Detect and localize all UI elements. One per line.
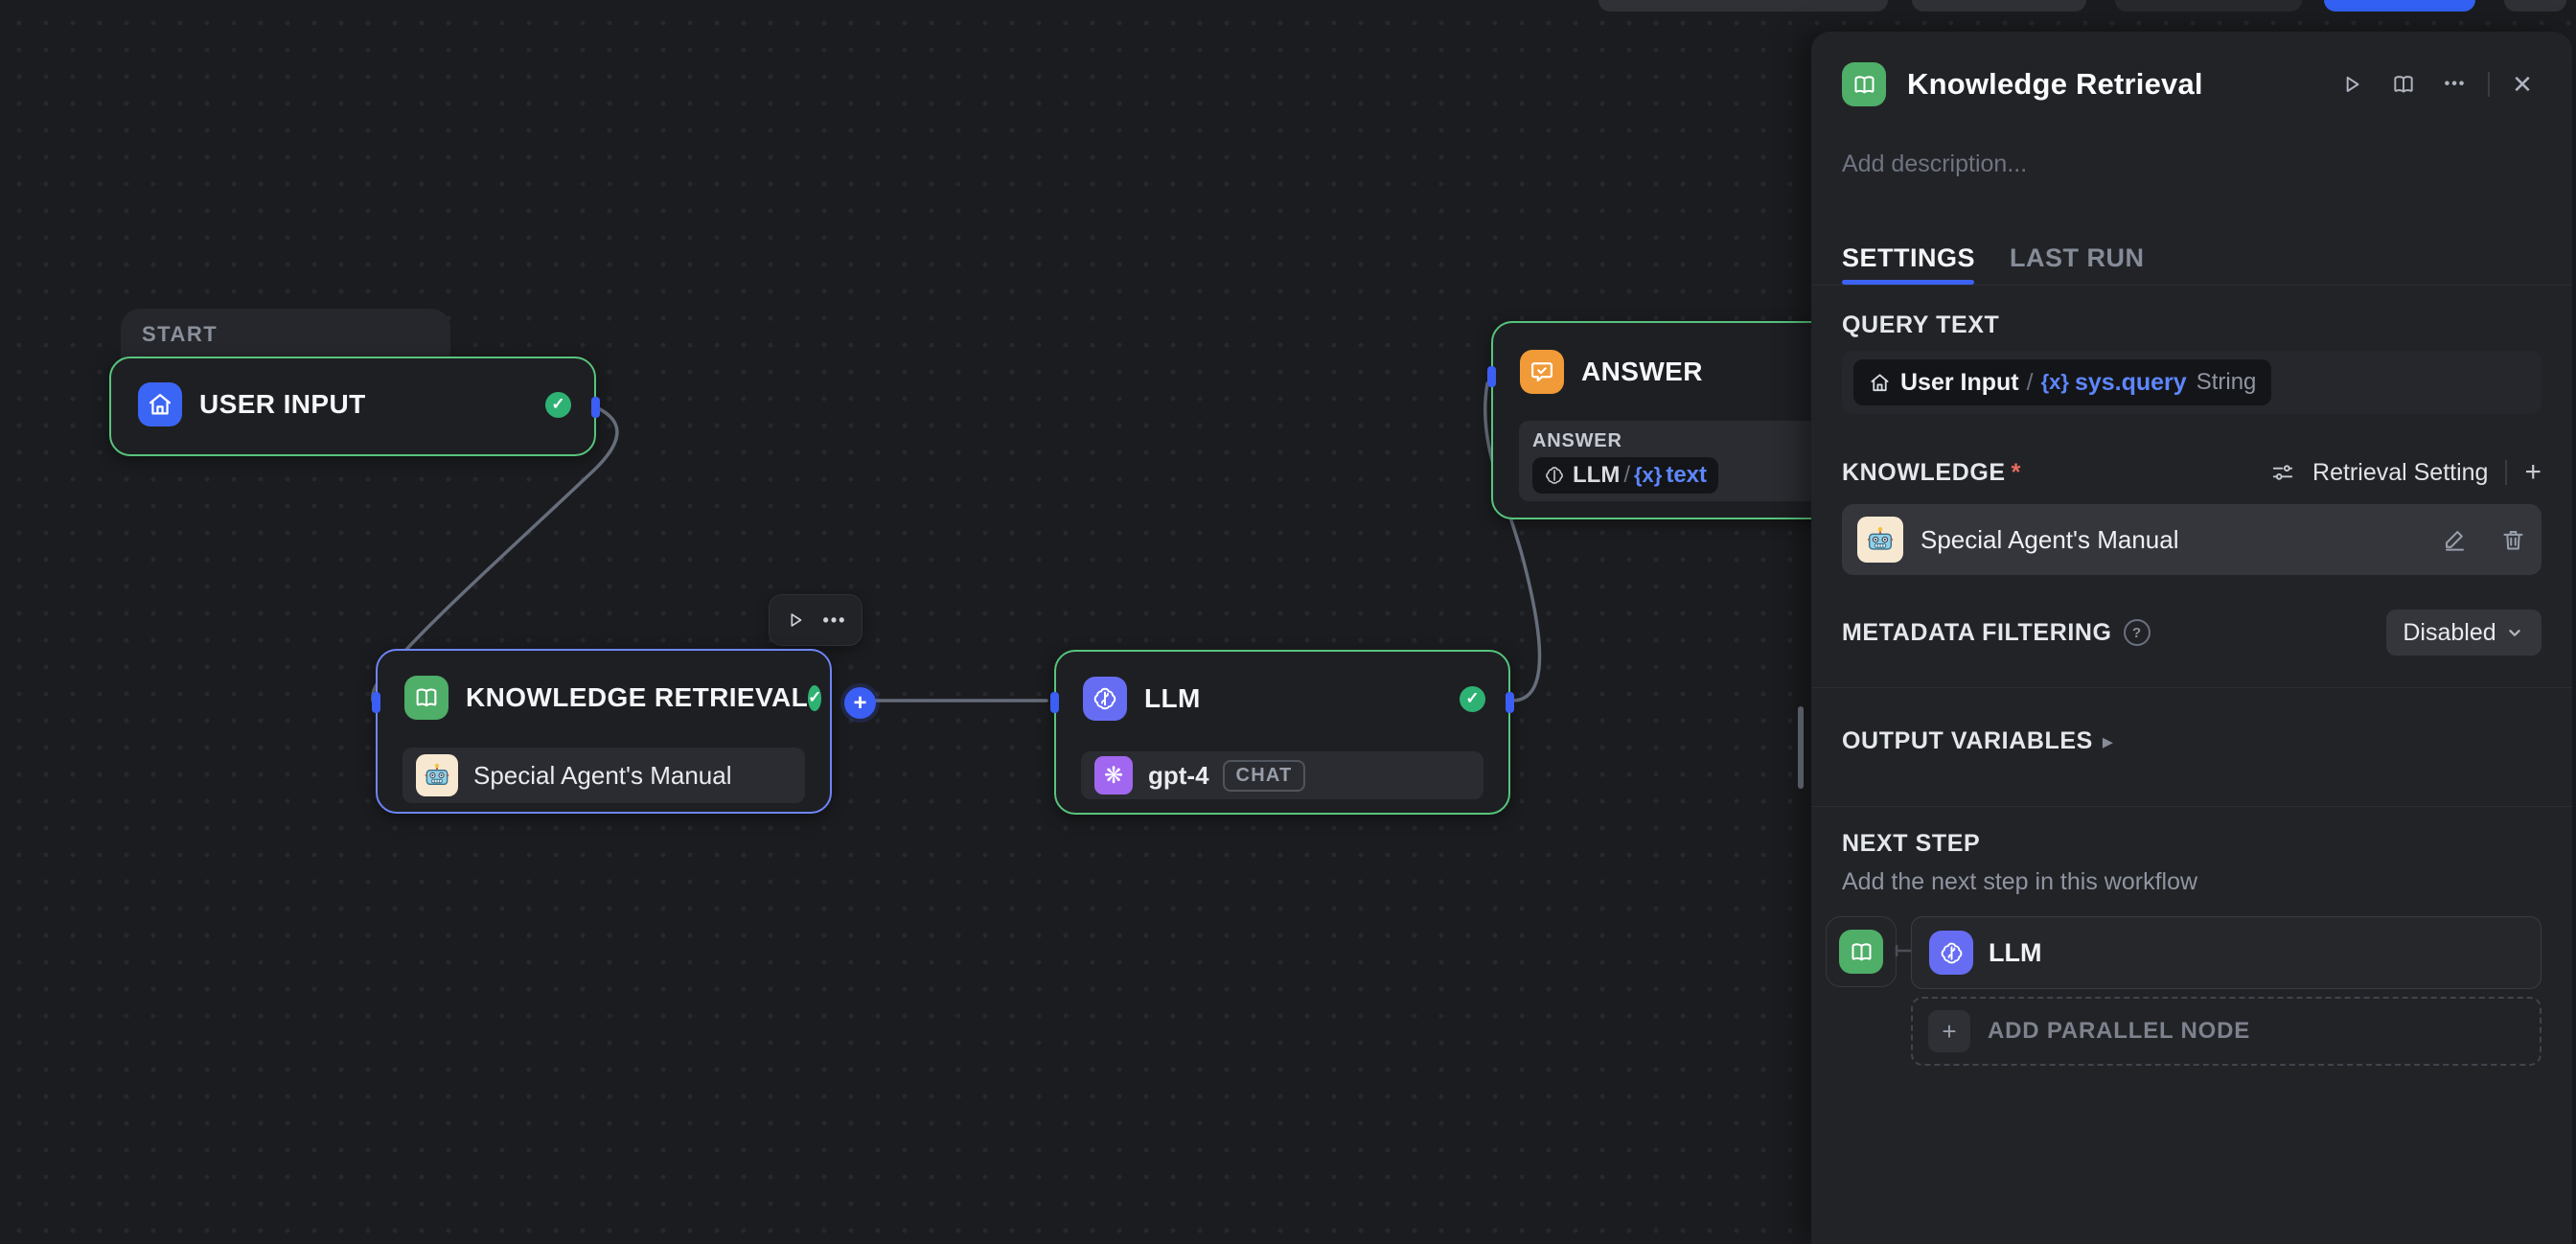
knowledge-item-row[interactable]: Special Agent's Manual (1842, 504, 2542, 575)
knowledge-dataset-row[interactable]: Special Agent's Manual (402, 748, 805, 803)
input-handle[interactable] (372, 692, 380, 713)
success-check-icon: ✓ (545, 391, 571, 418)
dataset-name: Special Agent's Manual (473, 760, 732, 790)
topbar-button-2[interactable] (1912, 0, 2086, 12)
answer-output-label: ANSWER (1532, 430, 1622, 451)
knowledge-book-icon (1839, 930, 1883, 974)
knowledge-book-icon (404, 676, 448, 720)
next-step-node-llm[interactable]: LLM (1911, 916, 2542, 989)
robot-emoji-icon (1857, 517, 1903, 563)
knowledge-label: KNOWLEDGE (1842, 458, 2006, 486)
docs-book-icon[interactable] (2384, 65, 2423, 104)
node-title: ANSWER (1581, 357, 1703, 386)
ref-node: User Input (1900, 368, 2019, 396)
metadata-filtering-label: METADATA FILTERING (1842, 618, 2112, 646)
metadata-filtering-dropdown[interactable]: Disabled (2386, 610, 2542, 656)
help-question-icon[interactable]: ? (2123, 619, 2150, 646)
next-step-node-title: LLM (1989, 937, 2042, 967)
ref-var: text (1666, 462, 1708, 488)
add-parallel-node-button[interactable]: + ADD PARALLEL NODE (1911, 997, 2542, 1066)
header-divider (2488, 72, 2490, 97)
description-input[interactable]: Add description... (1842, 150, 2028, 177)
retrieval-setting-icon (2272, 465, 2293, 480)
start-group-label: START (142, 322, 218, 346)
expand-caret-icon: ▸ (2102, 728, 2113, 753)
delete-trash-icon[interactable] (2500, 527, 2526, 553)
knowledge-item-name: Special Agent's Manual (1920, 524, 2179, 554)
plus-icon: + (1928, 1010, 1970, 1052)
chevron-down-icon (2508, 630, 2520, 636)
query-text-label: QUERY TEXT (1842, 311, 2000, 338)
node-title: LLM (1144, 683, 1201, 713)
topbar-button-3[interactable] (2115, 0, 2302, 12)
answer-bubble-icon (1520, 350, 1564, 394)
topbar-primary-button[interactable] (2324, 0, 2475, 12)
topbar-button-1[interactable] (1598, 0, 1888, 12)
tab-last-run[interactable]: LAST RUN (2010, 242, 2145, 272)
variable-icon: {x} (2040, 370, 2069, 394)
ref-node: LLM (1573, 462, 1621, 488)
node-title: USER INPUT (199, 389, 366, 419)
play-icon[interactable] (785, 610, 806, 631)
required-mark: * (2011, 458, 2021, 486)
retrieval-setting-button[interactable]: Retrieval Setting (2312, 458, 2489, 486)
input-handle[interactable] (1487, 366, 1496, 387)
home-icon (1871, 373, 1889, 391)
close-icon[interactable]: ✕ (2512, 69, 2533, 99)
output-handle[interactable] (1506, 692, 1514, 713)
home-icon (138, 382, 182, 426)
node-toolbar: ••• (769, 594, 862, 646)
run-step-play-icon[interactable] (2333, 65, 2371, 104)
brain-icon (1929, 931, 1973, 975)
node-llm[interactable]: LLM ✓ ❋ gpt-4 CHAT (1050, 650, 1514, 815)
knowledge-book-icon (1842, 62, 1886, 106)
add-next-node-handle[interactable]: + (844, 687, 876, 719)
node-config-panel: Knowledge Retrieval ••• ✕ Add descriptio… (1811, 32, 2572, 1244)
panel-scrollbar[interactable] (1798, 706, 1804, 789)
topbar-button-4[interactable] (2504, 0, 2566, 12)
panel-title: Knowledge Retrieval (1907, 67, 2203, 101)
query-variable-pill[interactable]: User Input / {x} sys.query String (1853, 359, 2272, 405)
model-row[interactable]: ❋ gpt-4 CHAT (1081, 751, 1484, 799)
success-check-icon: ✓ (808, 684, 822, 711)
ref-var: sys.query (2074, 368, 2187, 396)
openai-icon: ❋ (1094, 756, 1133, 795)
brain-icon (1083, 677, 1127, 721)
active-tab-underline (1842, 280, 1974, 285)
output-variables-toggle[interactable]: OUTPUT VARIABLES ▸ (1842, 727, 2113, 754)
add-knowledge-icon[interactable]: + (2524, 456, 2542, 488)
next-step-label: NEXT STEP (1842, 830, 1981, 857)
success-check-icon: ✓ (1460, 685, 1485, 712)
more-options-icon[interactable]: ••• (822, 610, 847, 630)
model-name: gpt-4 (1148, 760, 1209, 790)
input-handle[interactable] (1050, 692, 1059, 713)
current-node-tile (1826, 916, 1897, 987)
tab-settings[interactable]: SETTINGS (1842, 242, 1976, 272)
ref-type: String (2196, 369, 2257, 395)
next-step-hint: Add the next step in this workflow (1842, 868, 2198, 895)
robot-emoji-icon (416, 754, 458, 796)
node-user-input[interactable]: USER INPUT ✓ (109, 357, 600, 456)
node-knowledge-retrieval[interactable]: KNOWLEDGE RETRIEVAL ✓ Special Agent's Ma… (372, 649, 876, 814)
answer-variable-pill: LLM / {x} text (1532, 457, 1719, 494)
variable-icon: {x} (1633, 463, 1663, 487)
output-handle[interactable] (591, 397, 600, 418)
more-options-icon[interactable]: ••• (2444, 76, 2467, 92)
edit-pencil-icon[interactable] (2442, 527, 2468, 553)
node-title: KNOWLEDGE RETRIEVAL (466, 682, 809, 712)
mode-badge: CHAT (1222, 759, 1306, 792)
